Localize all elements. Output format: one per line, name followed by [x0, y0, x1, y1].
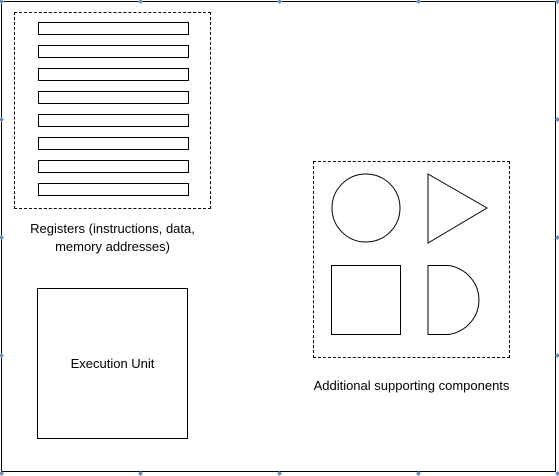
resize-handle[interactable]: [0, 235, 4, 240]
resize-handle[interactable]: [0, 117, 4, 122]
register-bar[interactable]: [38, 183, 189, 196]
register-bar[interactable]: [38, 68, 189, 81]
resize-handle[interactable]: [138, 0, 143, 4]
register-bar[interactable]: [38, 91, 189, 104]
resize-handle[interactable]: [416, 0, 421, 4]
resize-handle[interactable]: [0, 0, 4, 4]
supporting-components-caption: Additional supporting components: [313, 378, 510, 393]
resize-handle[interactable]: [555, 471, 559, 476]
square-shape[interactable]: [331, 265, 403, 337]
register-bar[interactable]: [38, 45, 189, 58]
registers-caption: Registers (instructions, data, memory ad…: [14, 220, 211, 256]
register-bar[interactable]: [38, 160, 189, 173]
register-bar[interactable]: [38, 114, 189, 127]
execution-unit-label: Execution Unit: [70, 356, 155, 371]
resize-handle[interactable]: [555, 0, 559, 4]
resize-handle[interactable]: [277, 0, 282, 4]
registers-group[interactable]: [14, 12, 211, 209]
resize-handle[interactable]: [277, 471, 282, 476]
resize-handle[interactable]: [416, 471, 421, 476]
resize-handle[interactable]: [555, 235, 559, 240]
d-shape[interactable]: [427, 265, 489, 337]
resize-handle[interactable]: [555, 353, 559, 358]
execution-unit-box[interactable]: Execution Unit: [37, 288, 188, 439]
register-bar[interactable]: [38, 137, 189, 150]
triangle-shape[interactable]: [427, 173, 489, 245]
supporting-components-group[interactable]: [313, 161, 510, 358]
register-bar[interactable]: [38, 22, 189, 35]
resize-handle[interactable]: [0, 471, 4, 476]
registers-caption-line2: memory addresses): [55, 239, 170, 254]
resize-handle[interactable]: [138, 471, 143, 476]
resize-handle[interactable]: [555, 117, 559, 122]
circle-shape[interactable]: [331, 173, 403, 245]
resize-handle[interactable]: [0, 353, 4, 358]
registers-caption-line1: Registers (instructions, data,: [30, 221, 195, 236]
